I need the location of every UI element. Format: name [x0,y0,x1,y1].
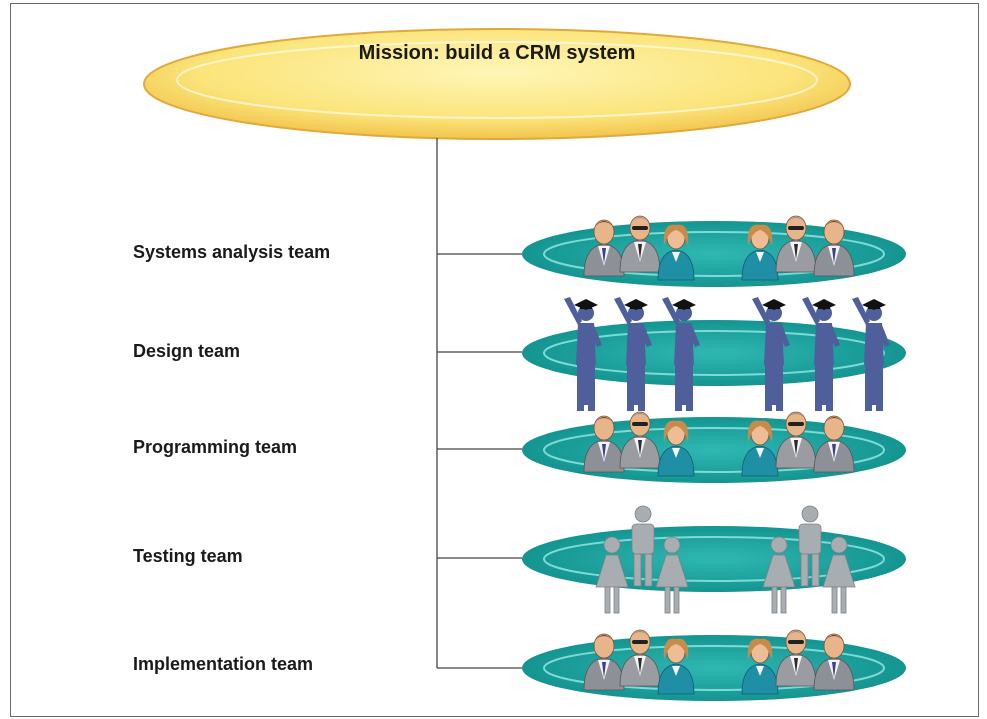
team-disc-design [522,320,906,386]
connector-lines [436,138,522,669]
graduate-icon [852,297,890,411]
business-people-group [583,215,855,281]
person-icon [619,411,661,469]
person-icon [657,638,695,695]
man-figure-icon [798,505,822,587]
person-icon [657,224,695,281]
person-icon [775,215,817,273]
person-icon [741,638,779,695]
woman-figure-icon [595,536,629,614]
team-label-design: Design team [133,341,241,361]
person-icon [813,219,855,277]
graduate-icon [614,297,652,411]
diagram-frame [10,3,979,717]
team-label-systems-analysis: Systems analysis team [133,242,331,262]
person-icon [741,224,779,281]
mission-title: Mission: build a CRM system [358,42,636,64]
mission-ellipse [143,28,851,140]
woman-figure-icon [655,536,689,614]
woman-figure-icon [762,536,796,614]
graduate-icon [752,297,790,411]
person-icon [583,633,625,691]
team-label-programming: Programming team [133,437,298,457]
person-icon [583,415,625,473]
person-icon [813,415,855,473]
person-icon [657,420,695,477]
business-people-group [583,629,855,695]
person-icon [775,629,817,687]
person-icon [741,420,779,477]
team-label-implementation: Implementation team [133,654,314,674]
man-figure-icon [631,505,655,587]
figures-group [595,505,856,614]
person-icon [619,215,661,273]
graduates-group [564,297,890,411]
woman-figure-icon [822,536,856,614]
graduate-icon [662,297,700,411]
person-icon [619,629,661,687]
graduate-icon [802,297,840,411]
graduate-icon [564,297,602,411]
business-people-group [583,411,855,477]
team-label-testing: Testing team [133,546,243,566]
person-icon [583,219,625,277]
person-icon [813,633,855,691]
person-icon [775,411,817,469]
